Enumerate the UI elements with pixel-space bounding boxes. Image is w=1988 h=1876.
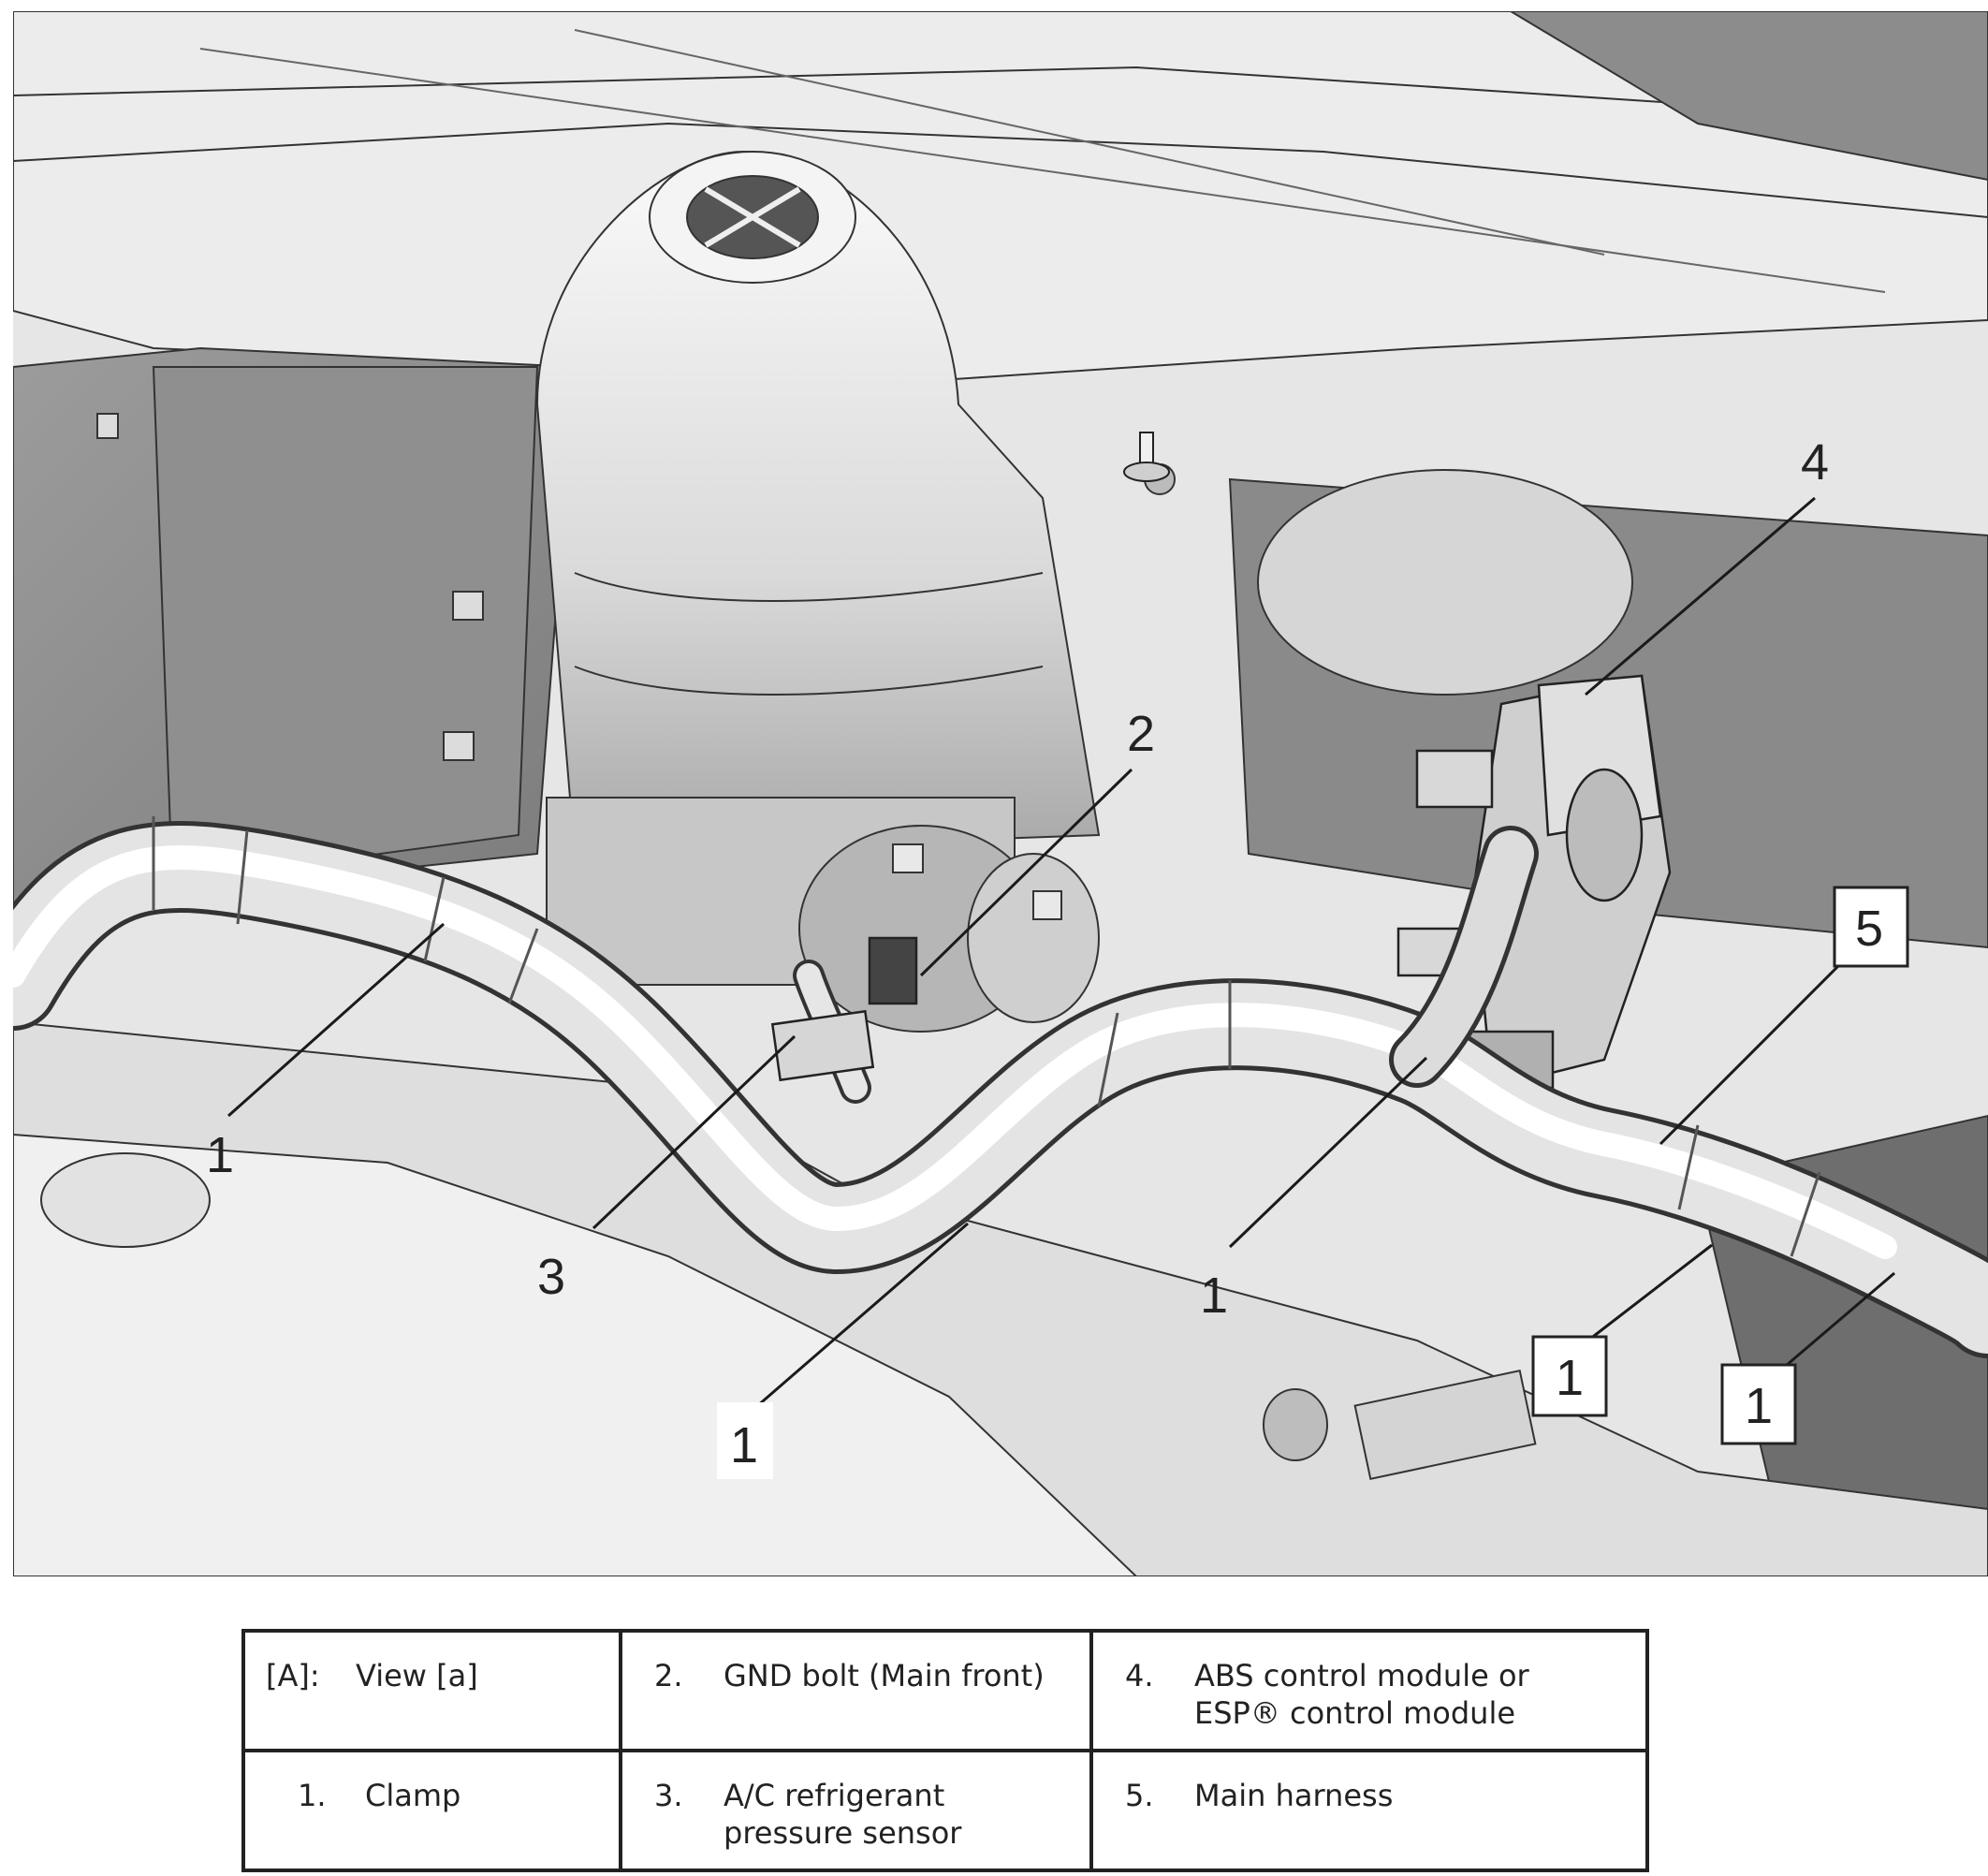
legend-row: 1. Clamp 3. A/C refrigerant pressure sen… <box>241 1749 1649 1872</box>
leader-lines <box>227 496 1895 1408</box>
callout-label: 1 <box>1745 1378 1773 1434</box>
callout-4-abs-module: 4 <box>1801 434 1829 491</box>
legend-cell: 3. A/C refrigerant pressure sensor <box>619 1749 1093 1872</box>
cowl-panels <box>13 11 1988 388</box>
main-harness <box>13 821 1988 1358</box>
legend-text: GND bolt (Main front) <box>724 1658 1045 1693</box>
legend-cell: 2. GND bolt (Main front) <box>619 1629 1093 1752</box>
legend-cell: 5. Main harness <box>1089 1749 1649 1872</box>
callout-label: 1 <box>730 1417 758 1473</box>
callout-3-pressure-sensor: 3 <box>537 1249 565 1305</box>
harness-bands <box>152 816 1821 1257</box>
callout-2-gnd-bolt: 2 <box>1127 706 1155 762</box>
legend-row: [A]: View [a] 2. GND bolt (Main front) 4… <box>241 1629 1649 1752</box>
legend-number: 4. <box>1125 1658 1154 1693</box>
legend-cell: [A]: View [a] <box>241 1629 622 1752</box>
legend-text: ABS control module or ESP® control modul… <box>1194 1658 1529 1731</box>
legend-text: Clamp <box>365 1778 461 1813</box>
callout-label: 3 <box>537 1249 565 1305</box>
callout-label: 2 <box>1127 706 1155 762</box>
legend-text: A/C refrigerant pressure sensor <box>724 1778 962 1851</box>
callout-1-harness-bottom: 1 <box>717 1402 773 1479</box>
legend-text: View [a] <box>356 1658 478 1693</box>
callout-1-harness-center: 1 <box>1200 1268 1228 1324</box>
callout-labels: 1 1 1 1 1 2 3 4 <box>206 434 1909 1479</box>
callout-label: 1 <box>206 1127 234 1183</box>
vehicle-engine-bay-illustration: 1 1 1 1 1 2 3 4 <box>13 11 1988 1576</box>
callout-label: 1 <box>1556 1350 1584 1406</box>
callout-label: 1 <box>1200 1268 1228 1324</box>
legend-number: 3. <box>654 1778 683 1813</box>
gnd-bolt <box>1123 432 1170 482</box>
legend-text: Main harness <box>1194 1778 1394 1813</box>
callout-label: 4 <box>1801 434 1829 491</box>
left-wheelhouse-wall <box>13 346 577 912</box>
callout-1-harness-left: 1 <box>206 1127 234 1183</box>
legend-cell: 1. Clamp <box>241 1749 622 1872</box>
legend-number: [A]: <box>266 1658 320 1693</box>
legend-number: 5. <box>1125 1778 1154 1813</box>
legend-cell: 4. ABS control module or ESP® control mo… <box>1089 1629 1649 1752</box>
callout-1-harness-right-b: 1 <box>1720 1363 1797 1445</box>
callout-5-main-harness: 5 <box>1833 886 1909 968</box>
callout-1-harness-right-a: 1 <box>1531 1335 1608 1417</box>
callout-label: 5 <box>1855 901 1883 957</box>
legend-number: 2. <box>654 1658 683 1693</box>
legend-table: [A]: View [a] 2. GND bolt (Main front) 4… <box>241 1629 1649 1872</box>
legend-number: 1. <box>298 1778 327 1813</box>
ac-pressure-sensor-connector <box>770 936 918 1082</box>
